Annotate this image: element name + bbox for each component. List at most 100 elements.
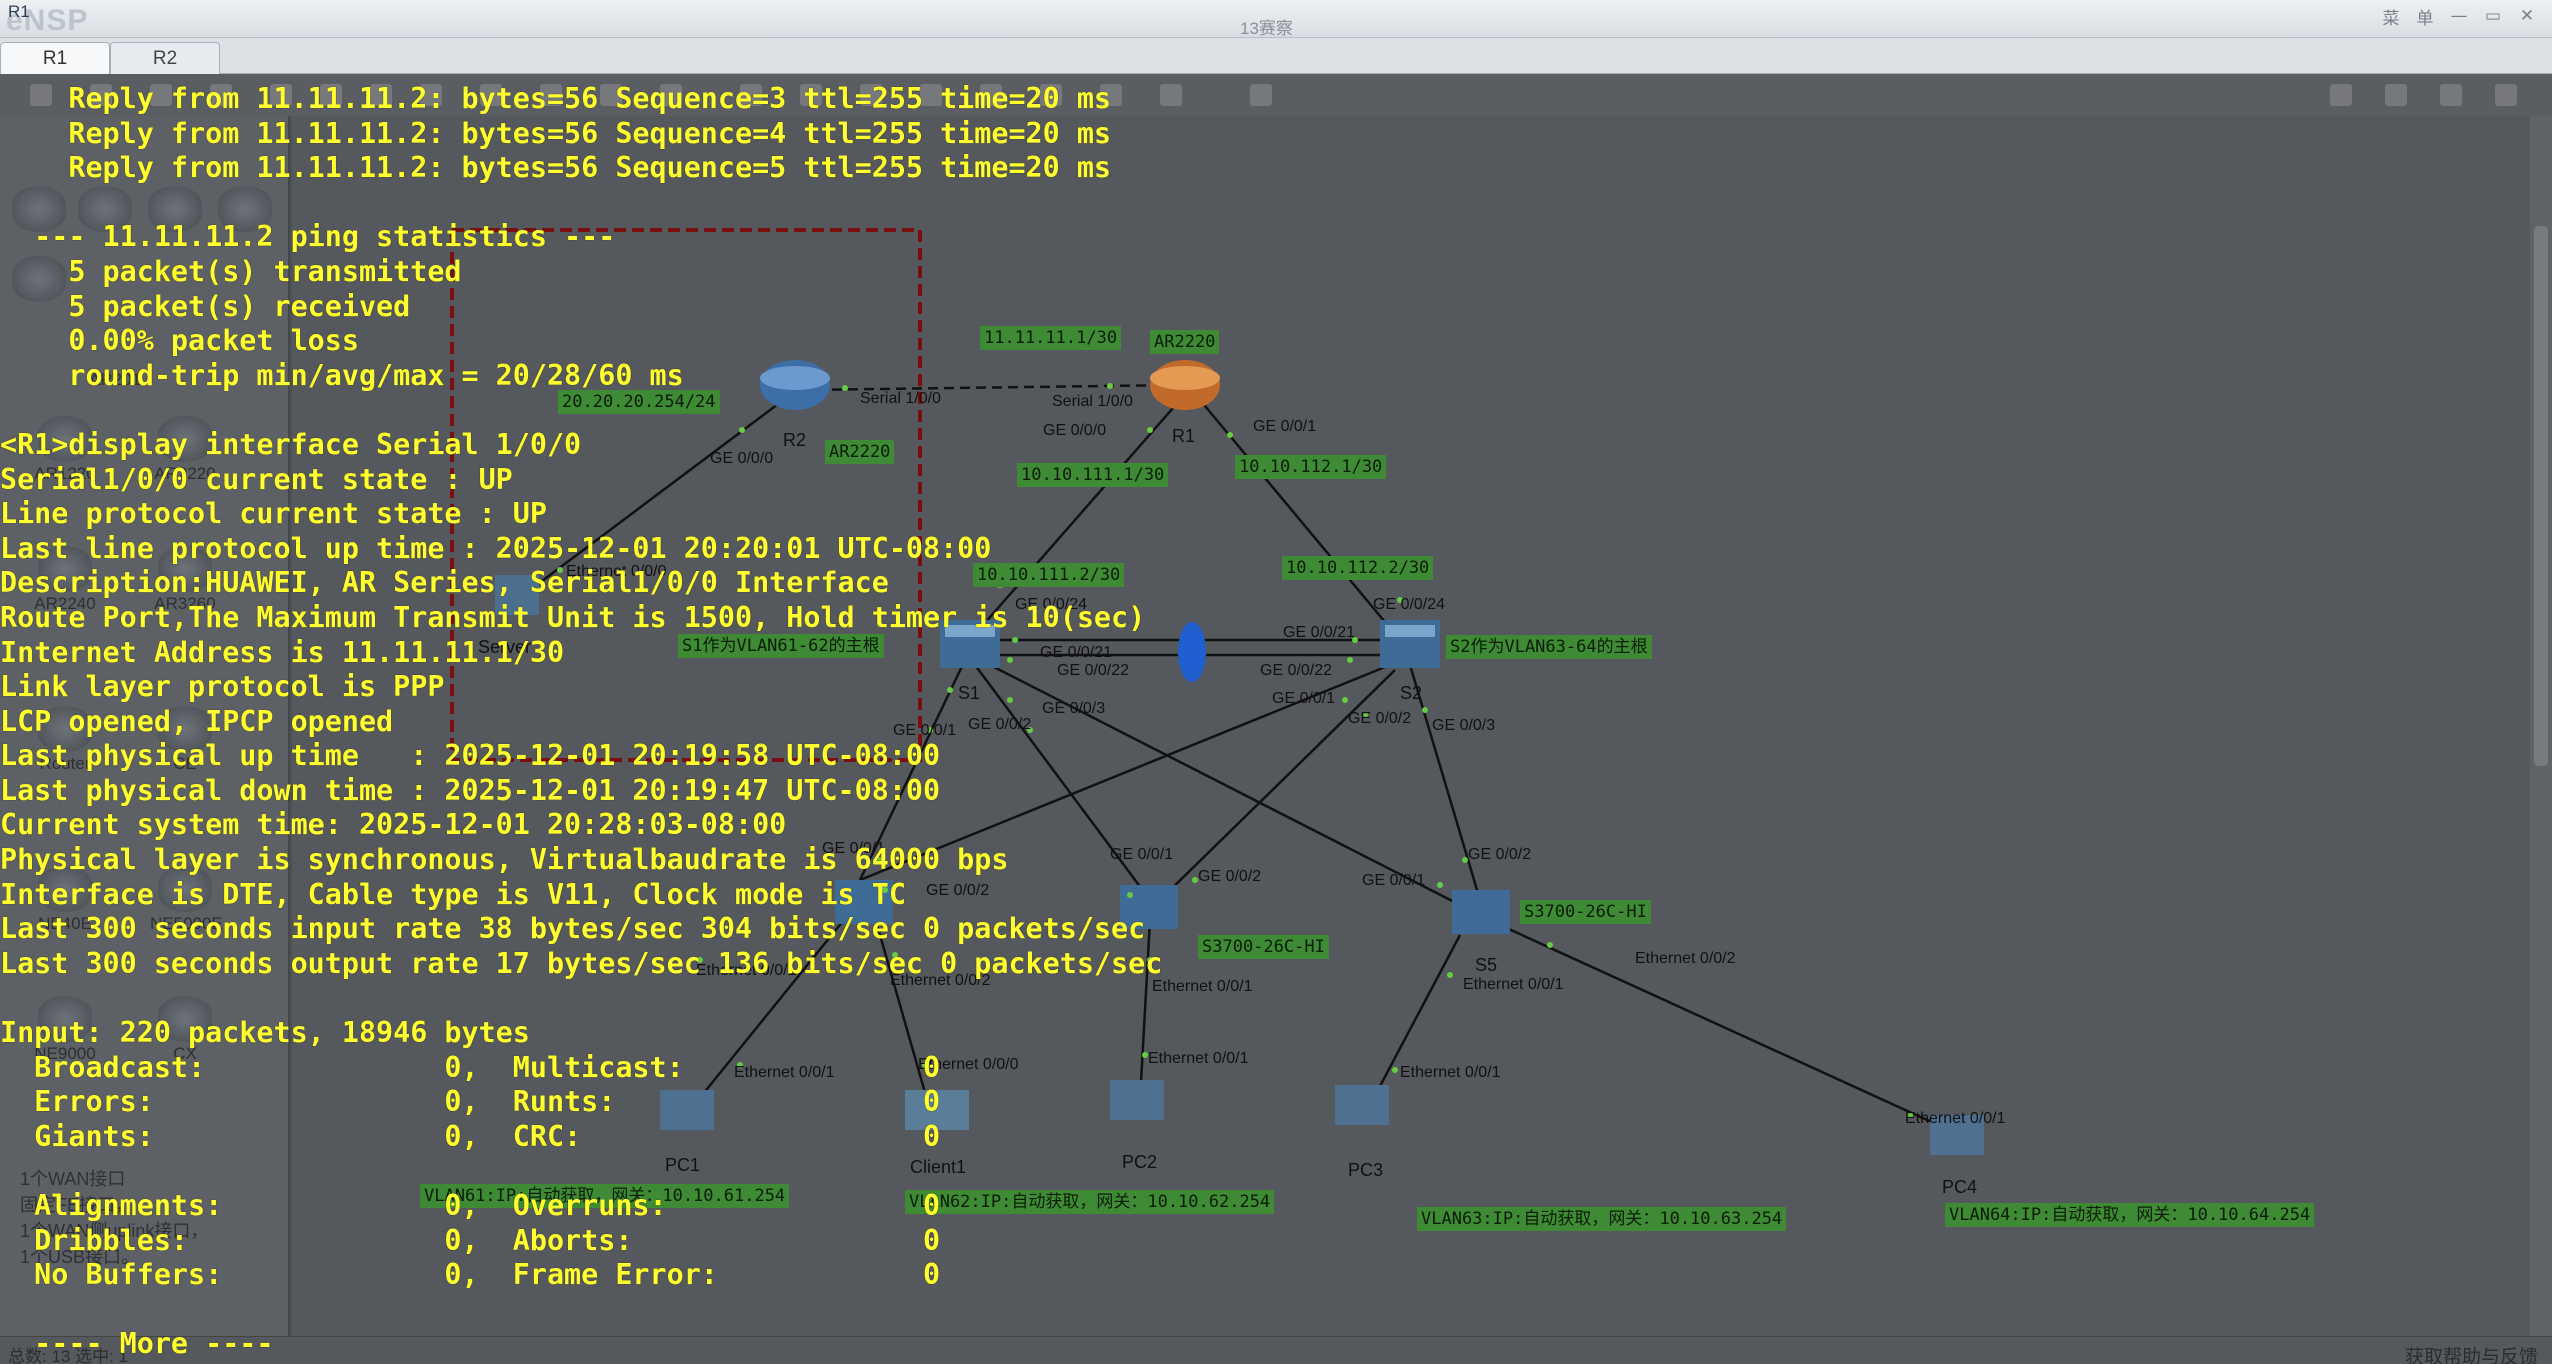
device-label-pc4[interactable]: PC4 (1942, 1177, 1978, 1197)
palette-item[interactable]: AR2240 (30, 546, 100, 614)
port-label: GE 0/0/3 (1042, 700, 1106, 717)
port-label: GE 0/0/24 (1373, 596, 1446, 613)
device-label-pc2[interactable]: PC2 (1122, 1152, 1158, 1172)
device-s5 (1452, 890, 1510, 934)
cli-line: Description:HUAWEI, AR Series, Serial1/0… (0, 566, 889, 600)
print-icon[interactable] (270, 84, 292, 106)
cli-output[interactable]: Reply from 11.11.11.2: bytes=56 Sequence… (0, 82, 1400, 1362)
router-icon (38, 416, 92, 462)
close-button[interactable]: ✕ (2519, 6, 2535, 26)
link-s2-s3 (859, 663, 1391, 882)
eth-trunk-marker (1178, 622, 1206, 682)
help-icon[interactable] (2495, 84, 2517, 106)
palette-pc-category[interactable] (4, 256, 74, 302)
zoom-in-icon[interactable] (740, 84, 762, 106)
palette-item[interactable]: AR2220 (150, 416, 220, 484)
fit-icon[interactable] (860, 84, 882, 106)
cli-line: 0.00% packet loss (0, 324, 359, 358)
tab-r1[interactable]: R1 (0, 42, 110, 74)
vertical-scrollbar[interactable] (2530, 116, 2552, 1336)
device-description: 1个WAN接口 固定FE接口， 1个WAN侧uplink接口， 1个USB接口。 (20, 1169, 209, 1267)
cli-line: Line protocol current state : UP (0, 497, 547, 531)
cli-line: Dribbles: 0, Aborts: 0 (0, 1223, 941, 1257)
cli-line: Giants: 0, CRC: 0 (0, 1119, 941, 1153)
port-label: GE 0/0/1 (1362, 872, 1426, 889)
topology-icon[interactable] (1100, 84, 1122, 106)
settings-icon[interactable] (2440, 84, 2462, 106)
port-label: Ethernet 0/0/1 (696, 962, 797, 979)
device-label-r2[interactable]: R2 (783, 430, 807, 450)
device-r1 (1150, 360, 1220, 410)
port-label: Ethernet 0/0/1 (1463, 976, 1564, 993)
device-label-client1[interactable]: Client1 (910, 1157, 967, 1177)
capture-icon[interactable] (1040, 84, 1062, 106)
device-label-s1[interactable]: S1 (958, 683, 981, 703)
redo-icon[interactable] (370, 84, 392, 106)
palette-switch-category[interactable] (70, 186, 140, 232)
maximize-button[interactable]: ▭ (2484, 6, 2502, 26)
device-label-s2[interactable]: S2 (1400, 683, 1423, 703)
delete-icon[interactable] (540, 84, 562, 106)
tab-r2[interactable]: R2 (110, 42, 220, 74)
screenshot-icon[interactable] (1250, 84, 1272, 106)
cli-line: Internet Address is 11.11.11.1/30 (0, 635, 565, 669)
huawei-icon[interactable] (2385, 84, 2407, 106)
device-pc2 (1110, 1080, 1164, 1120)
topology-canvas[interactable] (292, 116, 2530, 1336)
port-label: GE 0/0/1 (893, 722, 957, 739)
palette-item[interactable]: Router (30, 706, 100, 774)
palette-router-category[interactable] (4, 186, 74, 232)
select-icon[interactable] (420, 84, 442, 106)
device-pc1 (660, 1090, 714, 1130)
port-label: GE 0/0/24 (1015, 596, 1088, 613)
new-topology-icon[interactable] (30, 84, 52, 106)
cli-icon[interactable] (1160, 84, 1182, 106)
palette-item[interactable]: CE (150, 706, 220, 774)
port-label: Ethernet 0/0/2 (1635, 950, 1736, 967)
device-label-server[interactable]: Server (478, 637, 532, 657)
link-r1-s2 (1199, 399, 1401, 641)
hand-icon[interactable] (480, 84, 502, 106)
palette-item[interactable]: CX (150, 996, 220, 1064)
device-label-pc1[interactable]: PC1 (665, 1155, 701, 1175)
palette-item[interactable]: AR201 (89, 370, 141, 389)
palette-item[interactable]: NE5000E (150, 866, 223, 934)
palette-wlan-category[interactable] (140, 186, 210, 232)
scrollbar-thumb[interactable] (2534, 226, 2548, 766)
open-icon[interactable] (90, 84, 112, 106)
device-label-r1[interactable]: R1 (1172, 426, 1196, 446)
text-icon[interactable] (600, 84, 622, 106)
label-s1-role: S1作为VLAN61-62的主根 (678, 634, 884, 658)
tab-bar: R1 R2 (0, 38, 2552, 74)
start-device-icon[interactable] (920, 84, 942, 106)
help-feedback-link[interactable]: 获取帮助与反馈 (2404, 1347, 2538, 1364)
shape-icon[interactable] (660, 84, 682, 106)
palette-item[interactable]: NE9000 (30, 996, 100, 1064)
device-label-s5[interactable]: S5 (1475, 955, 1498, 975)
ne-router-icon (158, 866, 212, 912)
save-as-icon[interactable] (210, 84, 232, 106)
cli-line (0, 981, 1400, 1016)
port-label: GE 0/0/1 (1253, 418, 1317, 435)
palette-item[interactable]: AR3260 (150, 546, 220, 614)
save-icon[interactable] (150, 84, 172, 106)
chat-icon[interactable] (2330, 84, 2352, 106)
palette-firewall-category[interactable] (210, 186, 280, 232)
minimize-button[interactable]: — (2450, 6, 2468, 26)
undo-icon[interactable] (320, 84, 342, 106)
stop-device-icon[interactable] (980, 84, 1002, 106)
palette-item[interactable]: AR1220 (30, 416, 100, 484)
menu-label-2[interactable]: 单 (2416, 8, 2434, 29)
link-s3-client1 (868, 899, 932, 1111)
zoom-out-icon[interactable] (800, 84, 822, 106)
router-icon (158, 546, 212, 592)
menu-label[interactable]: 菜 (2382, 8, 2400, 29)
device-server (495, 575, 539, 615)
cli-line: 5 packet(s) transmitted (0, 254, 462, 288)
device-label-pc3[interactable]: PC3 (1348, 1160, 1384, 1180)
label-ip-112-2: 10.10.112.2/30 (1282, 556, 1434, 580)
ne-router-icon (38, 866, 92, 912)
cli-line (0, 1293, 1400, 1328)
palette-item[interactable]: NE40E (30, 866, 100, 934)
monitor-icon (12, 256, 66, 302)
